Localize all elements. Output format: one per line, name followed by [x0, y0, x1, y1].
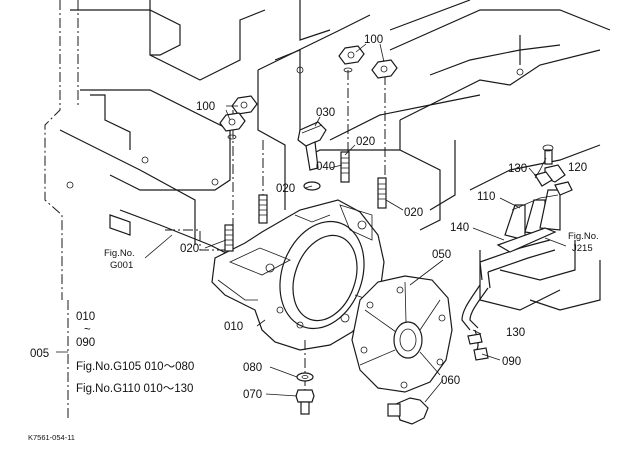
label-100-left: 100: [196, 101, 215, 113]
label-020-d: 020: [180, 243, 199, 255]
legend-range-start: 010: [76, 311, 95, 323]
leader-lines: [56, 43, 567, 420]
label-090: 090: [502, 356, 521, 368]
label-050: 050: [432, 249, 451, 261]
label-020-a: 020: [356, 136, 375, 148]
label-030: 030: [316, 107, 335, 119]
label-130-top: 130: [508, 163, 527, 175]
label-120: 120: [568, 162, 587, 174]
small-parts: [295, 372, 429, 425]
transmission-housing: [211, 199, 385, 351]
part-labels: 100 100 030 020 040 020 020 020 130 120 …: [180, 34, 587, 401]
legend-range-end: 090: [76, 337, 95, 349]
label-140: 140: [450, 222, 469, 234]
fig-ref-j215-line1: Fig.No.: [568, 231, 599, 242]
fig-ref-g001-line1: Fig.No.: [104, 248, 135, 259]
label-070: 070: [243, 389, 262, 401]
filler-plug: [297, 121, 327, 191]
label-010: 010: [224, 321, 243, 333]
fig-ref-g001-line2: G001: [110, 260, 133, 271]
legend-range-tilde: ~: [84, 324, 91, 336]
legend-group-id: 005: [30, 348, 49, 360]
label-020-c: 020: [404, 207, 423, 219]
group-legend: 010 ~ 090 005 Fig.No.G105 010～080 Fig.No…: [30, 311, 194, 395]
label-130-bottom: 130: [506, 327, 525, 339]
nuts: [219, 45, 398, 140]
label-110: 110: [477, 191, 495, 203]
pipe-assembly: [461, 144, 573, 361]
legend-fig-g105: Fig.No.G105 010～080: [76, 361, 194, 373]
label-040: 040: [316, 161, 335, 173]
chassis-frame: [44, 0, 611, 311]
label-080: 080: [243, 362, 262, 374]
legend-fig-g110: Fig.No.G110 010～130: [76, 383, 193, 395]
figure-references: Fig.No. G001 Fig.No. J215: [104, 231, 599, 271]
cover-plate: [351, 275, 453, 393]
fig-ref-j215-line2: J215: [572, 243, 593, 254]
label-060: 060: [441, 375, 460, 387]
label-100-top: 100: [364, 34, 383, 46]
drawing-code: K7561-054-11: [28, 433, 75, 442]
label-020-b: 020: [276, 183, 295, 195]
